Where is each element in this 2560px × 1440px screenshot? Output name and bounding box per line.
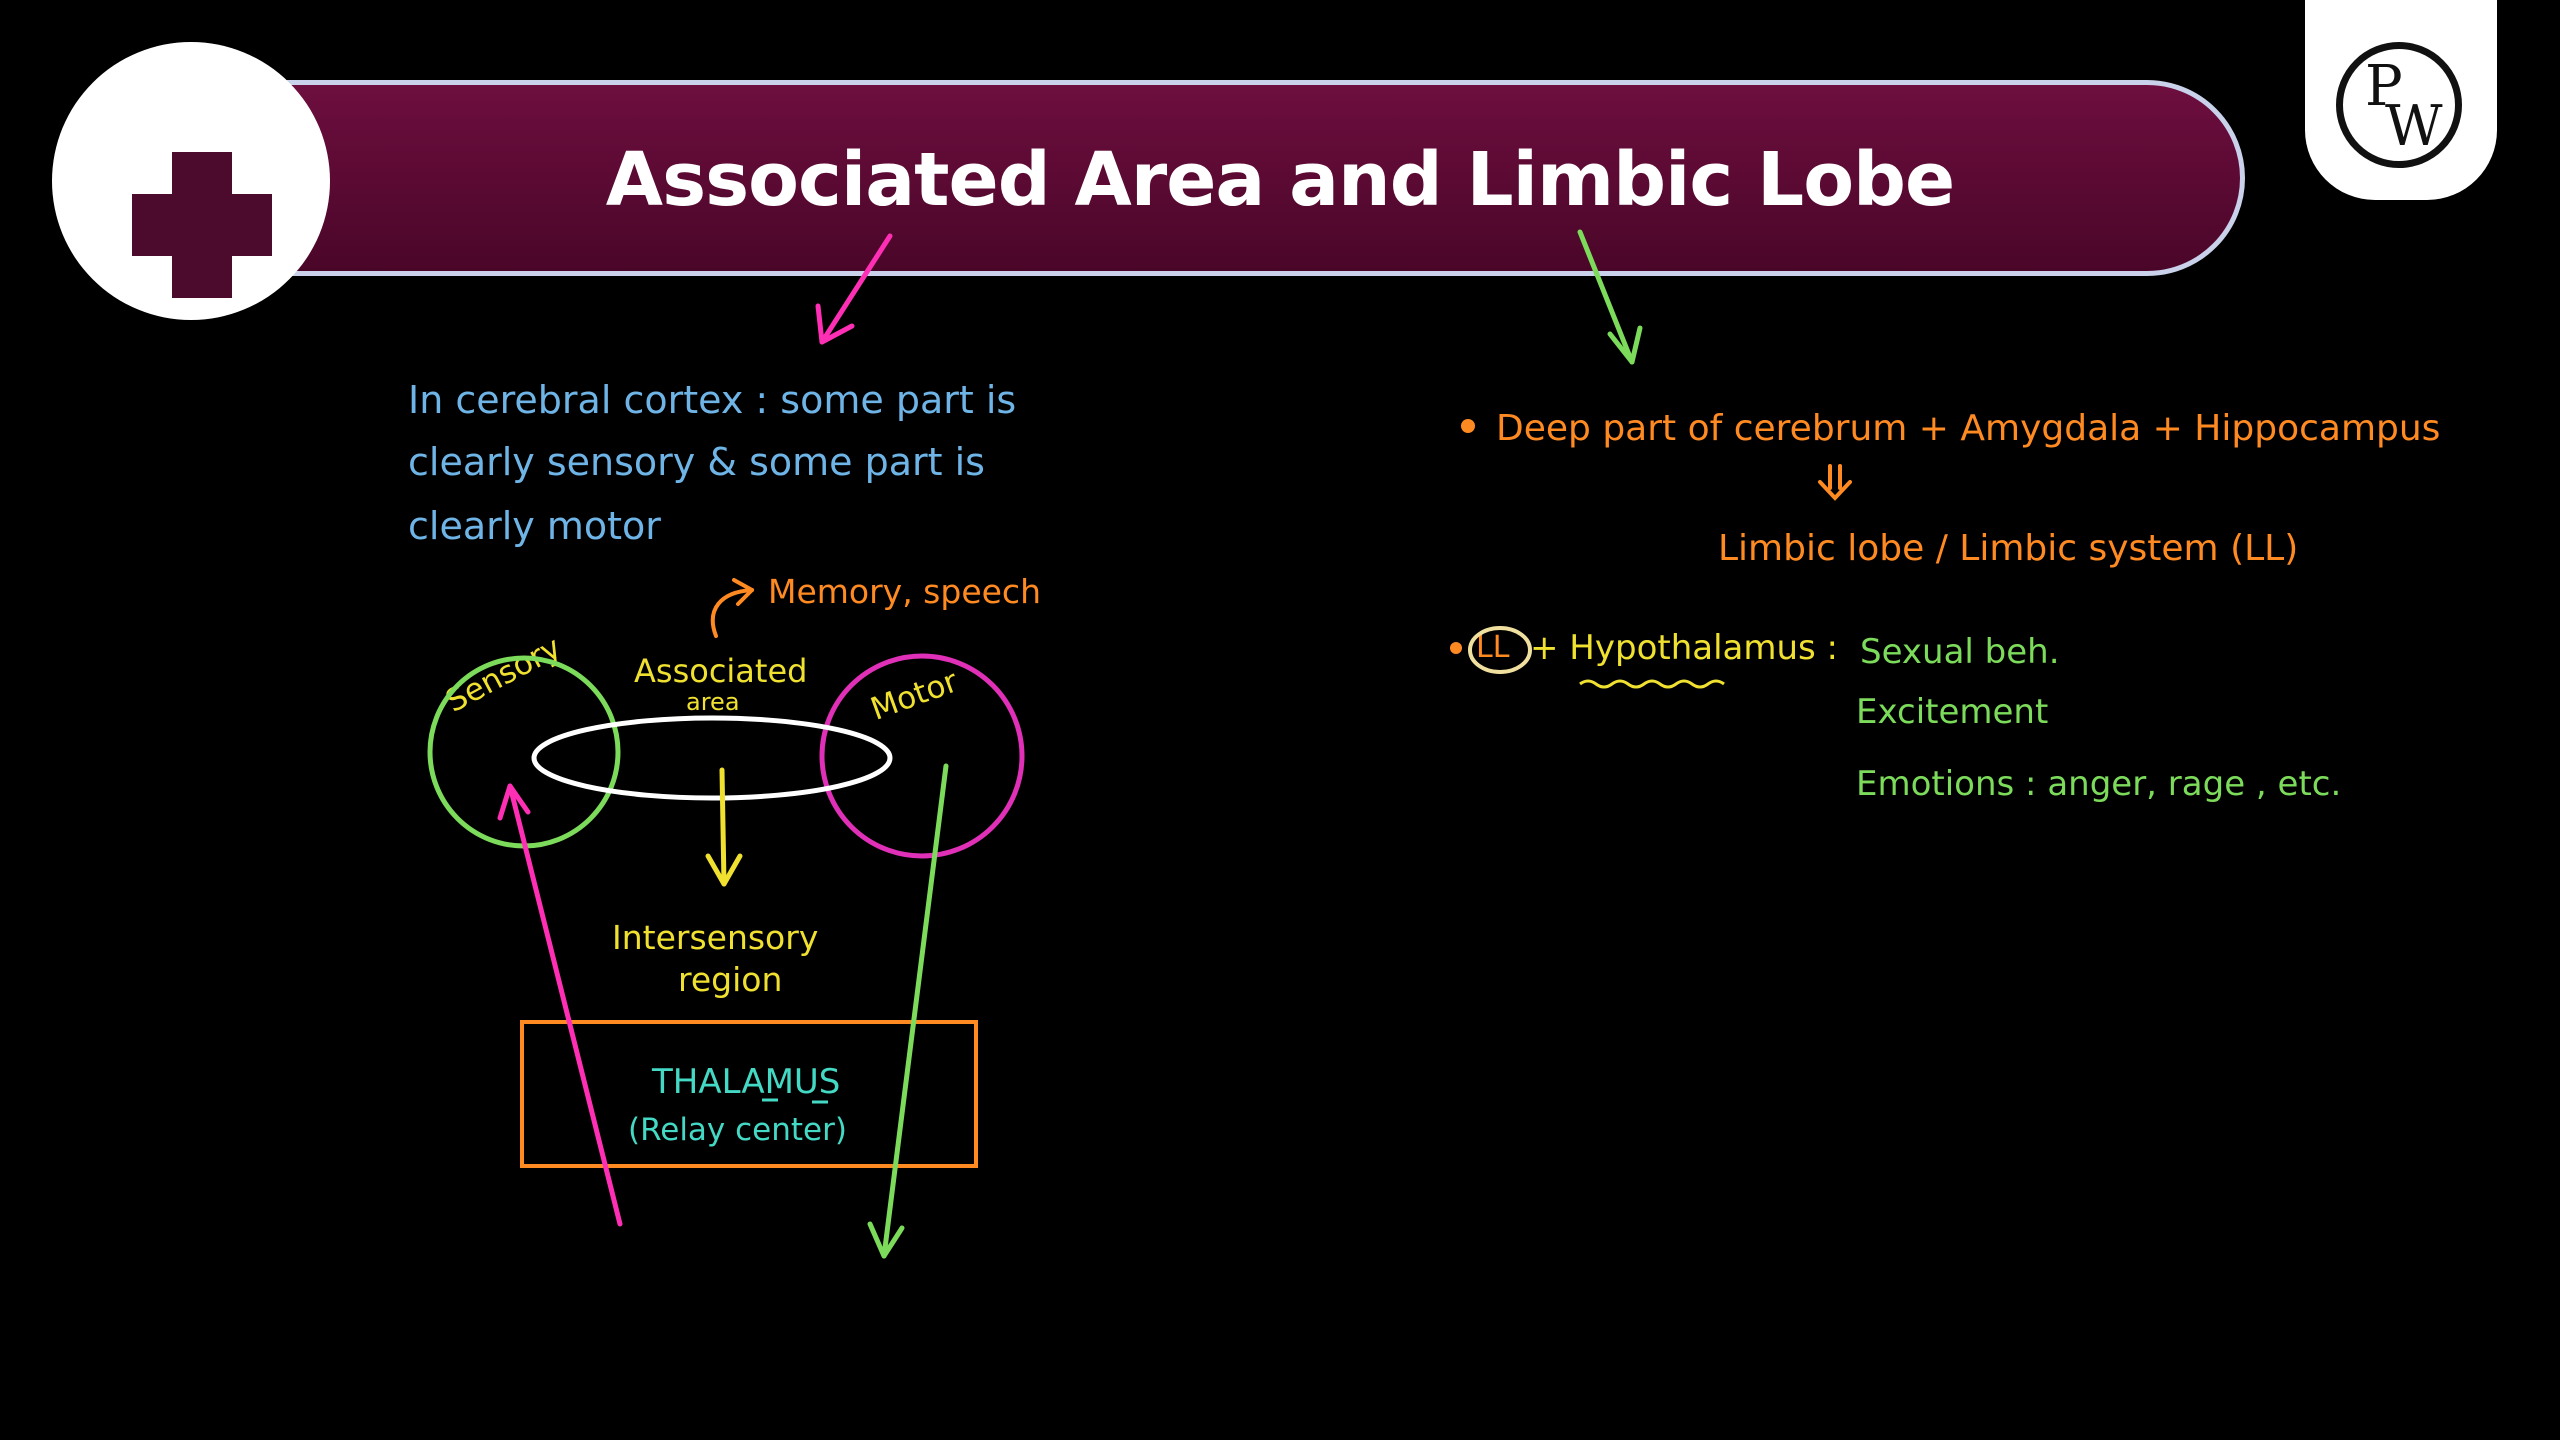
arrow-to-intersensory <box>705 767 743 887</box>
pw-logo-ring <box>2336 42 2462 168</box>
thalamus-underlines <box>762 1098 828 1104</box>
intersensory-label: Intersensory <box>612 918 819 957</box>
hypothalamus-underline <box>1579 679 1725 689</box>
limbic-item-excitement: Excitement <box>1856 692 2049 732</box>
plus-icon <box>52 42 330 320</box>
ll-label: LL <box>1476 630 1510 665</box>
page-title: Associated Area and Limbic Lobe <box>605 137 1955 223</box>
pw-logo-p: P <box>2365 54 2403 119</box>
limbic-lobe-line: Limbic lobe / Limbic system (LL) <box>1718 528 2299 569</box>
region-label: region <box>678 960 783 999</box>
ll-circle <box>1468 626 1532 674</box>
motor-circle <box>819 653 1025 859</box>
memory-arrow <box>710 578 754 638</box>
limbic-item-sexual: Sexual beh. <box>1860 632 2060 672</box>
area-label: area <box>686 688 740 716</box>
arrow-to-limbic-lobe <box>1577 229 1643 365</box>
double-arrow-icon <box>1818 464 1852 501</box>
intro-line-2: clearly sensory & some part is <box>408 440 985 484</box>
title-banner <box>250 80 2245 276</box>
intro-line-3: clearly motor <box>408 504 661 548</box>
intro-line-1: In cerebral cortex : some part is <box>408 378 1017 422</box>
pw-logo: P W <box>2305 0 2497 200</box>
thalamus-box <box>520 1020 978 1168</box>
motor-pathway-arrow <box>867 763 949 1259</box>
memory-speech-label: Memory, speech <box>768 572 1041 611</box>
associated-area-ellipse <box>531 715 893 801</box>
associated-label: Associated <box>634 652 808 690</box>
plus-icon-horizontal-bar <box>132 194 272 256</box>
limbic-item-emotions: Emotions : anger, rage , etc. <box>1856 764 2342 804</box>
sensory-pathway-arrow <box>497 783 623 1227</box>
deep-part-line: Deep part of cerebrum + Amygdala + Hippo… <box>1496 408 2441 449</box>
hypothalamus-line: + Hypothalamus : <box>1530 628 1839 668</box>
bullet-deep-part <box>1461 419 1475 433</box>
bullet-ll <box>1450 642 1462 654</box>
sensory-circle <box>427 655 621 849</box>
thalamus-label: THALAMUS <box>652 1062 841 1102</box>
relay-center-label: (Relay center) <box>628 1112 847 1148</box>
pw-logo-w: W <box>2385 94 2443 159</box>
arrow-to-associated-area <box>815 233 893 345</box>
